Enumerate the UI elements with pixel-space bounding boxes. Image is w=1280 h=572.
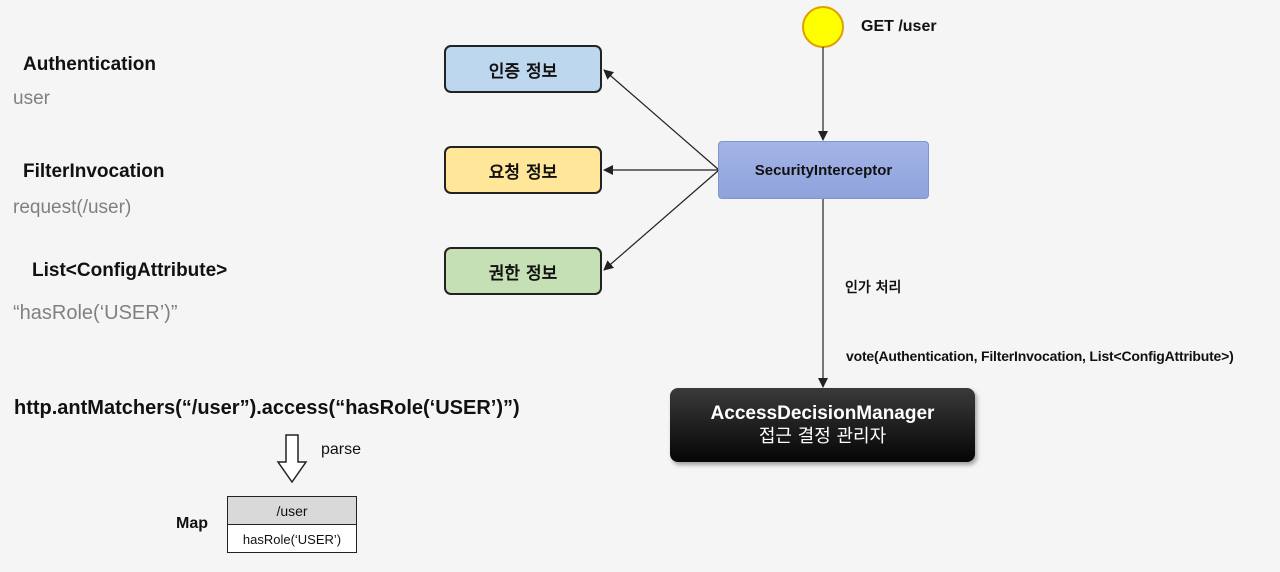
authority-info-box: 권한 정보 [444, 247, 602, 295]
vote-label: vote(Authentication, FilterInvocation, L… [846, 348, 1234, 364]
request-info-box: 요청 정보 [444, 146, 602, 194]
auth-info-label: 인증 정보 [488, 61, 558, 82]
map-key-cell: /user [228, 497, 356, 525]
authority-info-label: 권한 정보 [488, 263, 558, 284]
map-label: Map [176, 515, 208, 532]
access-decision-manager-box: AccessDecisionManager 접근 결정 관리자 [670, 388, 975, 462]
access-decision-manager-subtitle: 접근 결정 관리자 [758, 426, 887, 447]
auth-info-box: 인증 정보 [444, 45, 602, 93]
security-interceptor-label: SecurityInterceptor [754, 161, 893, 179]
access-decision-manager-title: AccessDecisionManager [710, 403, 935, 424]
request-circle [802, 6, 844, 48]
filterinvocation-value: request(/user) [13, 197, 132, 218]
configattribute-value: “hasRole(‘USER’)” [13, 302, 178, 324]
authentication-value: user [13, 88, 50, 109]
configattribute-title: List<ConfigAttribute> [32, 260, 228, 281]
interceptor-to-auth-arrow [603, 69, 720, 171]
security-interceptor-box: SecurityInterceptor [718, 141, 929, 199]
request-info-label: 요청 정보 [488, 162, 558, 183]
map-value-cell: hasRole(‘USER’) [242, 531, 342, 547]
parse-arrow-icon [276, 434, 308, 484]
map-table: /user hasRole(‘USER’) [227, 496, 357, 553]
request-label: GET /user [861, 18, 937, 35]
filterinvocation-title: FilterInvocation [23, 161, 165, 182]
config-code: http.antMatchers(“/user”).access(“hasRol… [14, 397, 520, 419]
authorization-label: 인가 처리 [845, 280, 902, 296]
authentication-title: Authentication [23, 54, 156, 75]
interceptor-to-authority-arrow [603, 169, 720, 271]
parse-label: parse [321, 441, 362, 458]
